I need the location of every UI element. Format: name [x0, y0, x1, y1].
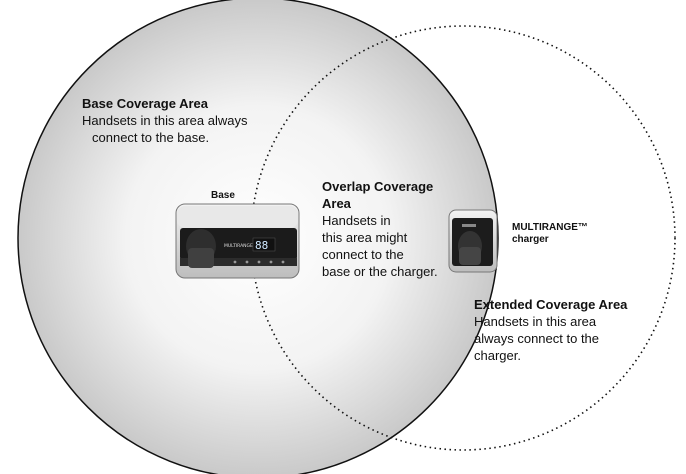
overlap-coverage-title1: Overlap Coverage — [322, 179, 434, 194]
extended-coverage-line2: always connect to the — [474, 331, 600, 346]
charger-label-line1: MULTIRANGE™ — [512, 222, 588, 233]
extended-coverage-line3: charger. — [474, 348, 521, 363]
overlap-coverage-line4: base or the charger. — [322, 264, 438, 279]
charger-label: MULTIRANGE™ charger — [512, 222, 588, 246]
base-label: Base — [211, 190, 235, 201]
extended-coverage-title: Extended Coverage Area — [474, 297, 628, 312]
base-coverage-label: Base Coverage Area Handsets in this area… — [82, 95, 247, 146]
charger-label-line2: charger — [512, 234, 549, 245]
extended-coverage-line1: Handsets in this area — [474, 314, 597, 329]
overlap-coverage-line2: this area might — [322, 230, 408, 245]
base-station-icon: 88 MULTIRANGE — [175, 203, 300, 279]
overlap-coverage-line1: Handsets in — [322, 213, 391, 228]
charger-icon — [448, 209, 498, 273]
overlap-coverage-label: Overlap Coverage Area Handsets in this a… — [322, 178, 438, 280]
overlap-coverage-title2: Area — [322, 196, 351, 211]
base-display-digits: 88 — [255, 239, 268, 252]
overlap-coverage-line3: connect to the — [322, 247, 404, 262]
extended-coverage-label: Extended Coverage Area Handsets in this … — [474, 296, 627, 364]
base-coverage-title: Base Coverage Area — [82, 96, 208, 111]
base-coverage-line1: Handsets in this area always — [82, 113, 248, 128]
base-brand-text: MULTIRANGE — [224, 243, 253, 249]
base-coverage-line2: connect to the base. — [92, 130, 210, 145]
